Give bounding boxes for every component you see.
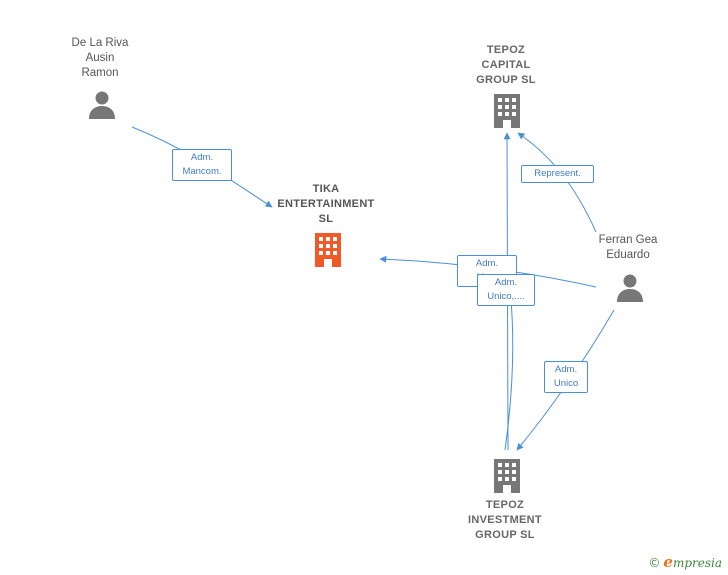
edge-tepozcapital-tepozinvestment[interactable] xyxy=(504,299,514,451)
node-label-de-la-riva: De La Riva Ausin Ramon xyxy=(71,37,129,79)
person-icon[interactable] xyxy=(87,90,117,120)
edge-label-represent[interactable]: Represent. xyxy=(521,165,594,183)
node-label-tepoz-capital: TEPOZ CAPITAL GROUP SL xyxy=(476,44,536,86)
edge-label-adm-unico-trunc[interactable]: Adm. Unico,.... xyxy=(477,274,535,306)
copyright-icon: © xyxy=(648,556,661,570)
copyright-mark[interactable]: ©empresia xyxy=(648,553,722,571)
building-icon-focus[interactable] xyxy=(312,232,344,268)
brand-initial: e xyxy=(663,553,673,571)
node-label-ferran: Ferran Gea Eduardo xyxy=(598,234,658,261)
brand-name: mpresia xyxy=(672,556,722,570)
edge-label-adm-mancom[interactable]: Adm. Mancom. xyxy=(172,149,232,181)
person-icon[interactable] xyxy=(615,273,645,303)
building-icon[interactable] xyxy=(491,93,523,129)
edge-label-adm-unico[interactable]: Adm. Unico xyxy=(544,361,588,393)
building-icon[interactable] xyxy=(491,458,523,494)
node-label-tepoz-investment: TEPOZ INVESTMENT GROUP SL xyxy=(468,499,542,541)
node-label-tika: TIKA ENTERTAINMENT SL xyxy=(277,183,375,225)
